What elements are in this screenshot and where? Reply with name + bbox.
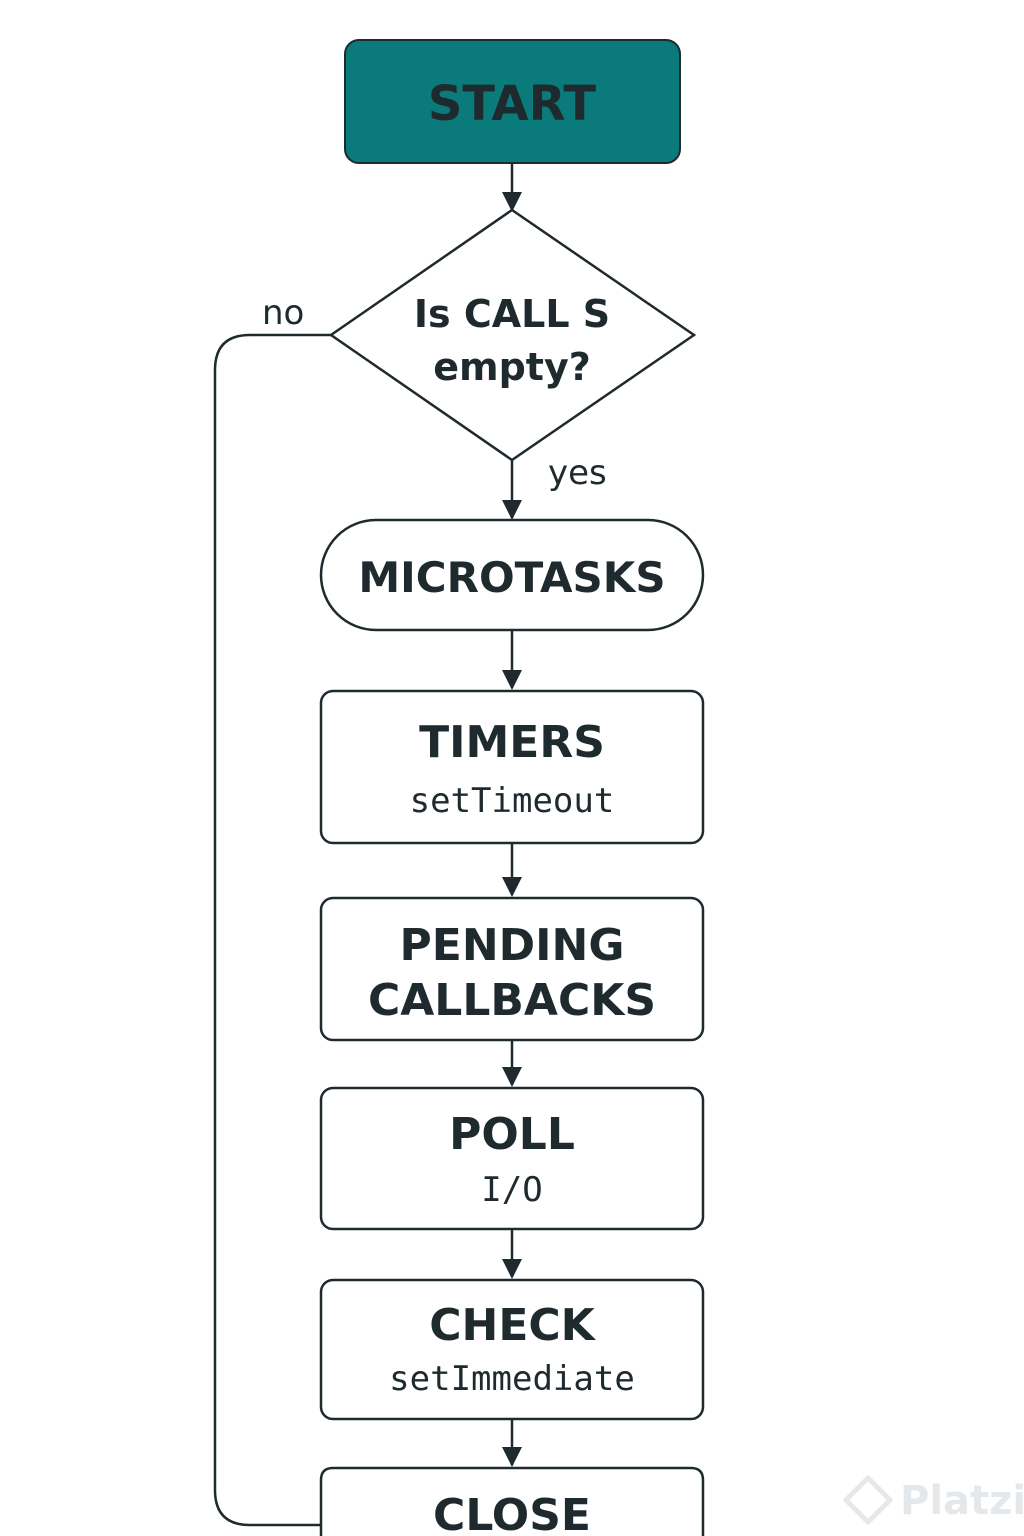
watermark-text: Platzi <box>900 1478 1024 1524</box>
close-title: CLOSE <box>433 1490 591 1536</box>
pending-callbacks-line2: CALLBACKS <box>368 975 656 1026</box>
pending-callbacks-line1: PENDING <box>400 920 625 971</box>
poll-subtitle: I/O <box>481 1170 542 1210</box>
timers-title: TIMERS <box>419 717 605 768</box>
check-node: CHECK setImmediate <box>319 1278 705 1421</box>
timers-node: TIMERS setTimeout <box>319 689 705 845</box>
platzi-logo-icon <box>842 1474 894 1526</box>
start-node: START <box>344 39 681 164</box>
no-label: no <box>262 293 304 333</box>
pending-callbacks-node: PENDING CALLBACKS <box>319 896 705 1042</box>
decision-label-line2: empty? <box>433 345 591 389</box>
microtasks-node: MICROTASKS <box>319 518 705 632</box>
timers-subtitle: setTimeout <box>410 781 615 821</box>
decision-label-line1: Is CALL S <box>414 292 610 336</box>
close-node: CLOSE <box>319 1466 705 1536</box>
loop-back-connector <box>213 333 331 1527</box>
yes-label: yes <box>548 453 607 493</box>
platzi-watermark: Platzi <box>842 1474 1024 1526</box>
check-subtitle: setImmediate <box>389 1359 635 1399</box>
decision-node: Is CALL S empty? <box>328 208 697 462</box>
poll-title: POLL <box>449 1109 575 1160</box>
poll-node: POLL I/O <box>319 1086 705 1231</box>
check-title: CHECK <box>429 1300 596 1351</box>
start-label: START <box>428 76 597 132</box>
close-box <box>319 1466 705 1536</box>
microtasks-label: MICROTASKS <box>358 553 665 602</box>
